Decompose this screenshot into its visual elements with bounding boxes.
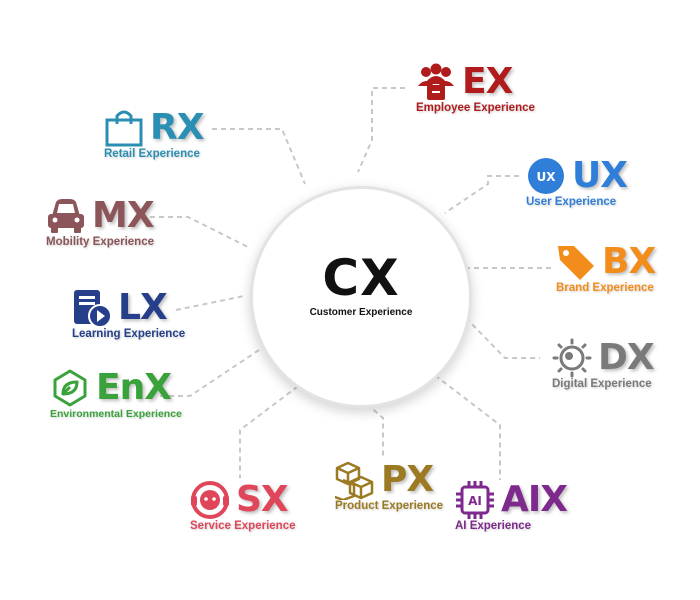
node-code: SX <box>236 479 289 520</box>
node-label: Retail Experience <box>104 148 200 160</box>
boxes-icon <box>335 461 374 500</box>
node-code: DX <box>598 337 655 378</box>
support-agent-icon <box>191 481 229 519</box>
svg-text:UX: UX <box>537 170 557 184</box>
digital-globe-icon <box>552 338 592 378</box>
node-code: BX <box>602 241 656 282</box>
node-dx: DX Digital Experience <box>552 337 655 391</box>
node-code: EX <box>462 61 513 102</box>
car-icon <box>48 199 84 233</box>
node-label: Product Experience <box>335 500 444 512</box>
node-label: Environmental Experience <box>50 408 182 420</box>
video-book-icon <box>74 290 112 328</box>
svg-text:AI: AI <box>468 494 482 508</box>
ai-chip-icon: AI <box>456 481 494 519</box>
node-mx: MX Mobility Experience <box>46 195 155 249</box>
node-code: LX <box>118 287 168 328</box>
shopping-bag-icon <box>105 110 143 147</box>
node-bx: BX Brand Experience <box>556 241 656 295</box>
node-label: Mobility Experience <box>46 236 155 248</box>
node-code: AIX <box>501 479 568 520</box>
node-lx: LX Learning Experience <box>72 287 186 341</box>
node-px: PX Product Experience <box>335 460 443 512</box>
node-code: EnX <box>96 367 172 408</box>
employees-icon <box>418 63 454 100</box>
center-label: Customer Experience <box>309 307 413 318</box>
node-label: AI Experience <box>455 520 532 532</box>
center-circle: CX Customer Experience <box>250 186 472 408</box>
node-ux: UX UX User Experience <box>526 155 628 209</box>
node-ex: EX Employee Experience <box>416 61 535 115</box>
node-label: Service Experience <box>190 520 296 532</box>
tag-icon <box>558 246 594 280</box>
node-code: RX <box>150 107 204 148</box>
node-label: Learning Experience <box>72 328 186 340</box>
recycle-leaf-icon <box>53 369 87 407</box>
ux-badge-icon: UX <box>528 158 564 194</box>
node-sx: SX Service Experience <box>190 479 296 533</box>
node-label: Brand Experience <box>556 282 654 294</box>
node-rx: RX Retail Experience <box>104 107 204 161</box>
center-code: CX <box>322 249 400 307</box>
node-enx: EnX Environmental Experience <box>50 367 182 421</box>
node-label: User Experience <box>526 196 617 208</box>
node-label: Employee Experience <box>416 102 535 114</box>
node-code: MX <box>92 195 155 236</box>
node-code: PX <box>381 459 434 500</box>
node-label: Digital Experience <box>552 378 652 390</box>
node-code: UX <box>572 155 628 196</box>
node-aix: AI AIX AI Experience <box>455 479 568 533</box>
